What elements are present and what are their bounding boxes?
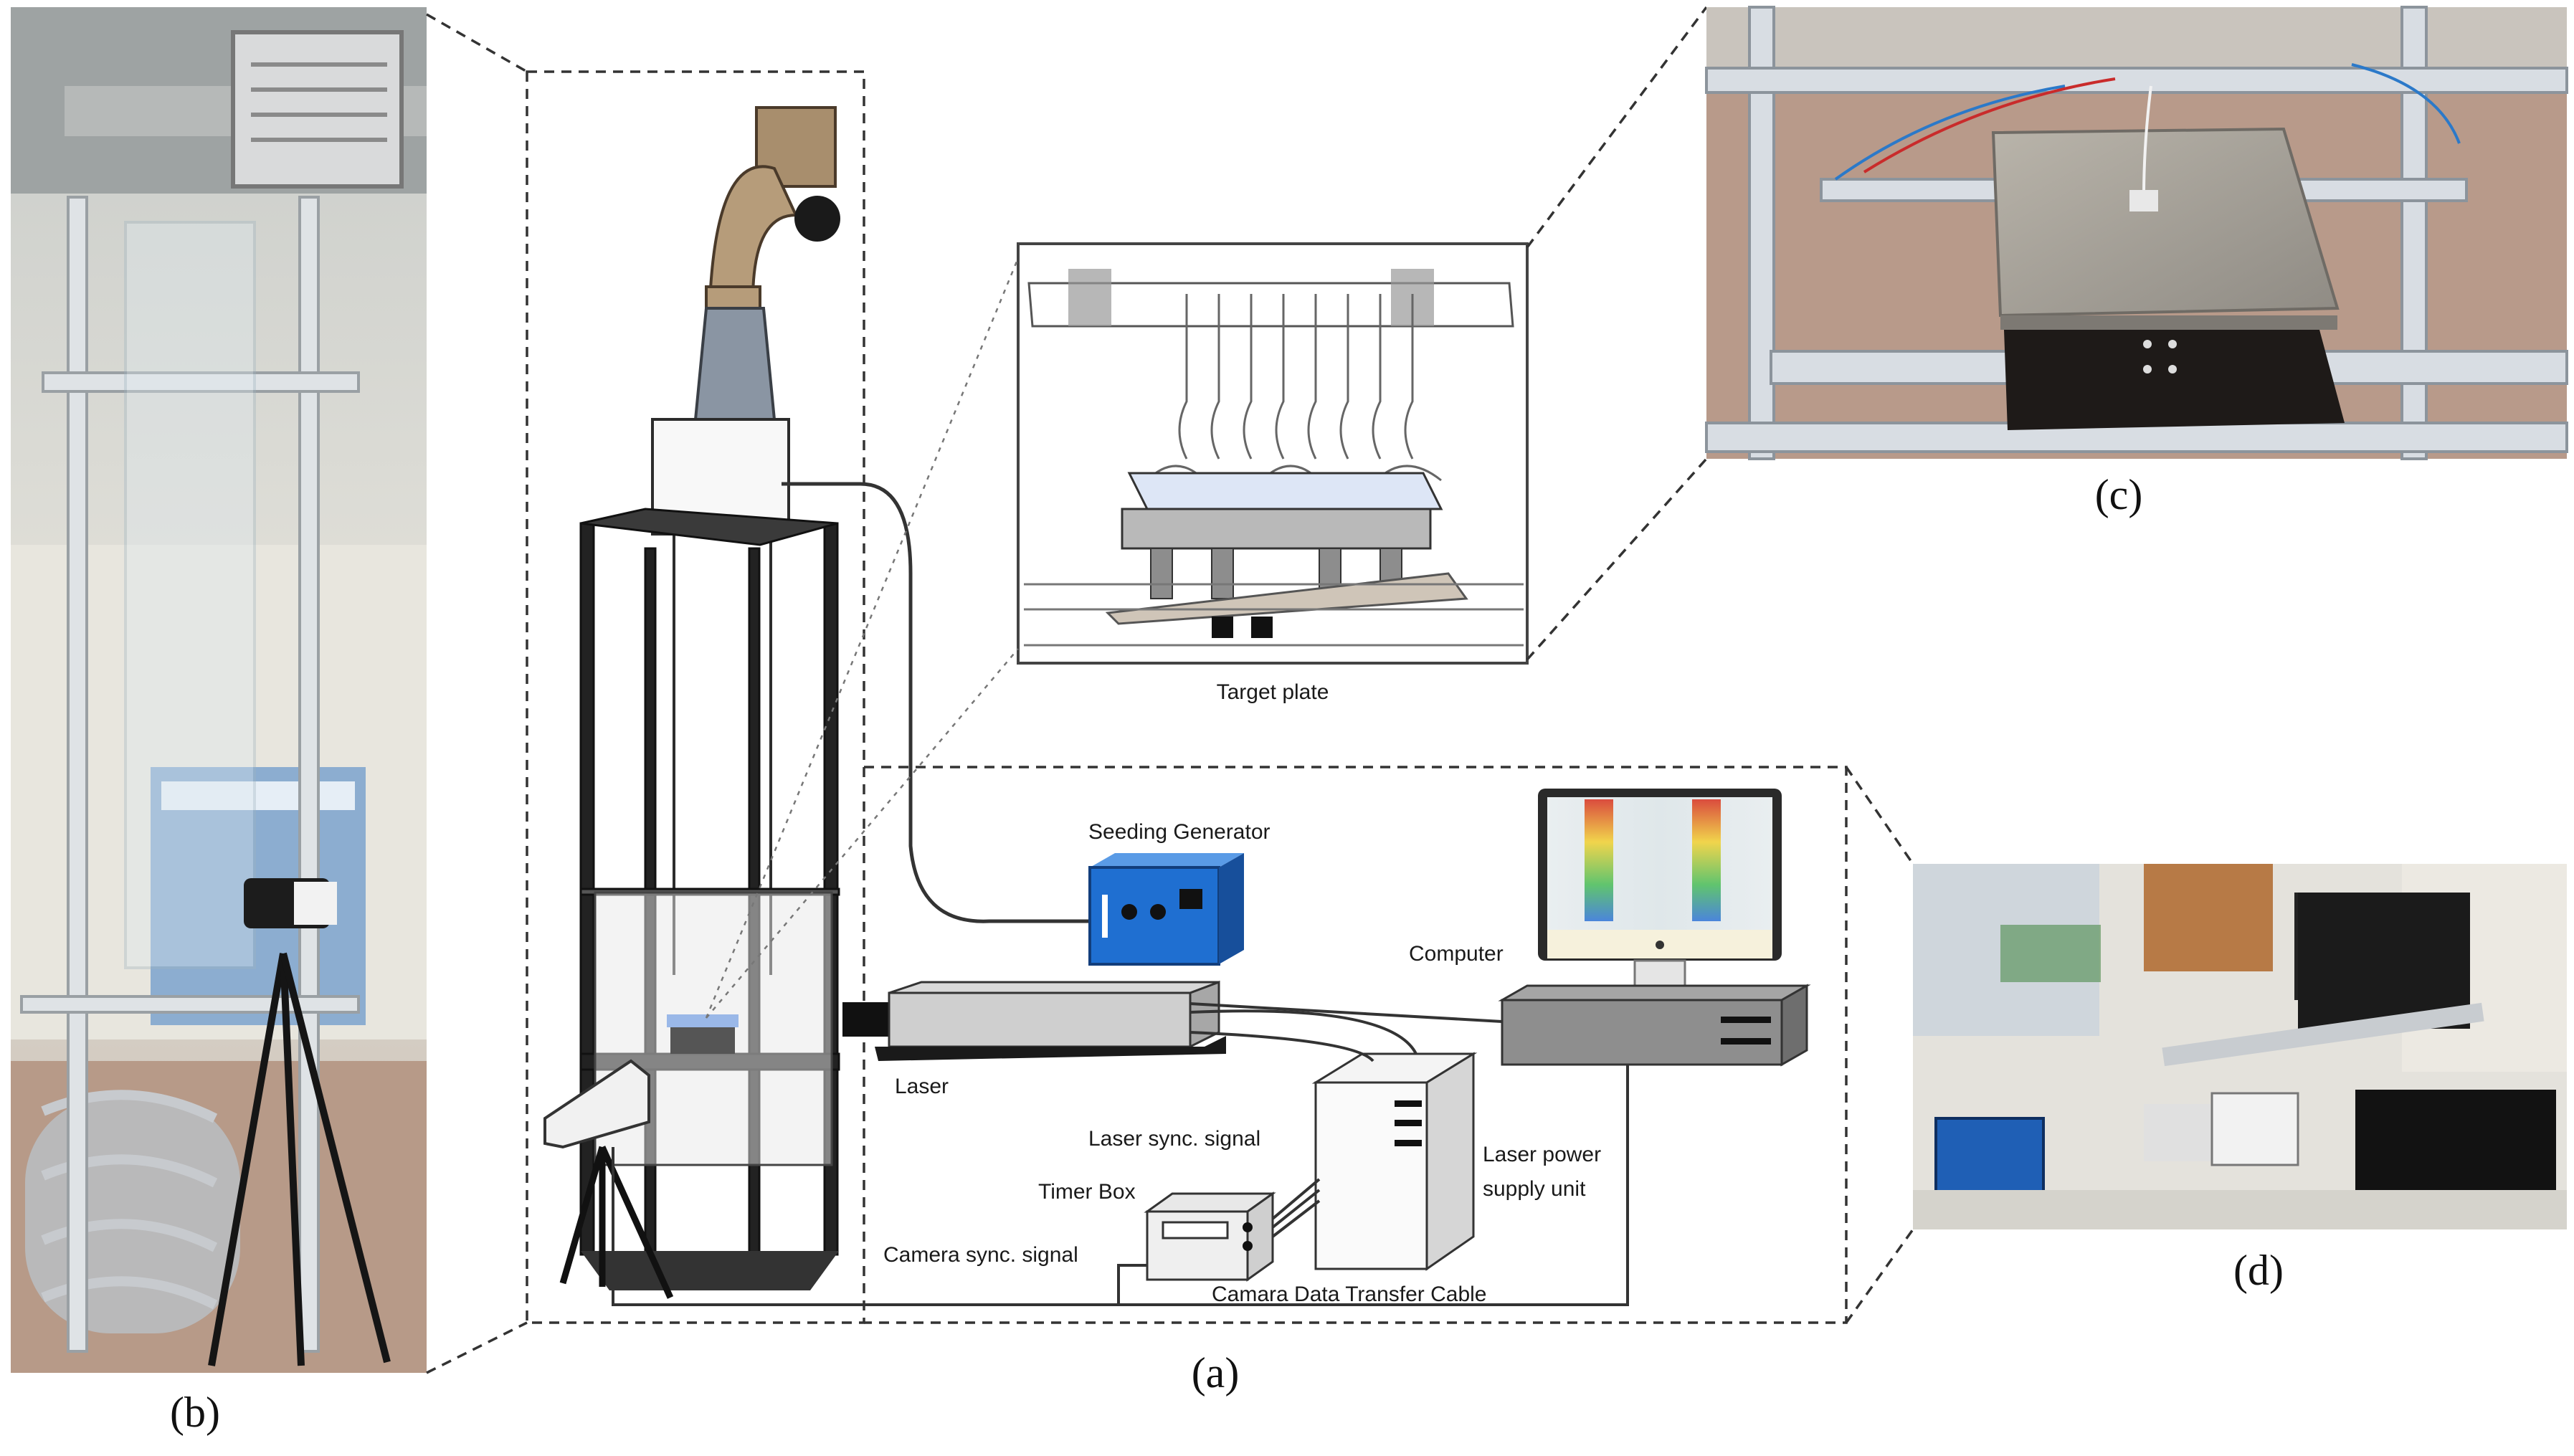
panel-label-b: (b) [170,1389,220,1436]
laser-power-supply-box [1311,1052,1478,1271]
seeding-hose [782,482,1090,923]
computer-cpu-box [1498,984,1811,1067]
target-plate-inset [1017,242,1529,665]
target-plate-top [667,1014,739,1027]
camera-tripod [543,1059,674,1299]
target-plate-model [670,1025,735,1054]
computer-label: Computer [1409,942,1504,966]
frame-base-shadow [581,1251,839,1290]
timer-box-label: Timer Box [1038,1180,1136,1204]
panel-label-c: (c) [2095,471,2143,518]
target-plate-label: Target plate [1217,680,1329,704]
nozzle-cone [693,307,777,421]
dashed-connector-c [1526,6,1708,661]
laser-power-label-1: Laser power [1483,1143,1601,1166]
laser-power-label-2: supply unit [1483,1177,1586,1201]
camera-cable-label: Camara Data Transfer Cable [1212,1283,1487,1306]
photo-b [11,7,427,1373]
panel-a-frames [526,70,1848,1324]
seeding-generator-label: Seeding Generator [1088,820,1271,844]
timer-box [1144,1191,1276,1282]
photo-d [1913,864,2567,1229]
dashed-connector-b [426,13,528,1374]
panel-label-d: (d) [2233,1247,2284,1294]
signal-cables [612,1002,1629,1306]
photo-c [1705,6,2568,460]
computer-monitor [1538,789,1782,994]
seeding-generator-box [1088,853,1244,966]
dashed-connector-d [1845,766,1914,1324]
panel-label-a: (a) [1192,1349,1240,1396]
laser-label: Laser [895,1075,949,1098]
blower-fan [705,106,840,310]
laser-sync-label: Laser sync. signal [1088,1127,1260,1151]
camera-sync-label: Camera sync. signal [883,1243,1078,1267]
laser-head [842,980,1226,1061]
inset-connector [705,257,1020,1019]
